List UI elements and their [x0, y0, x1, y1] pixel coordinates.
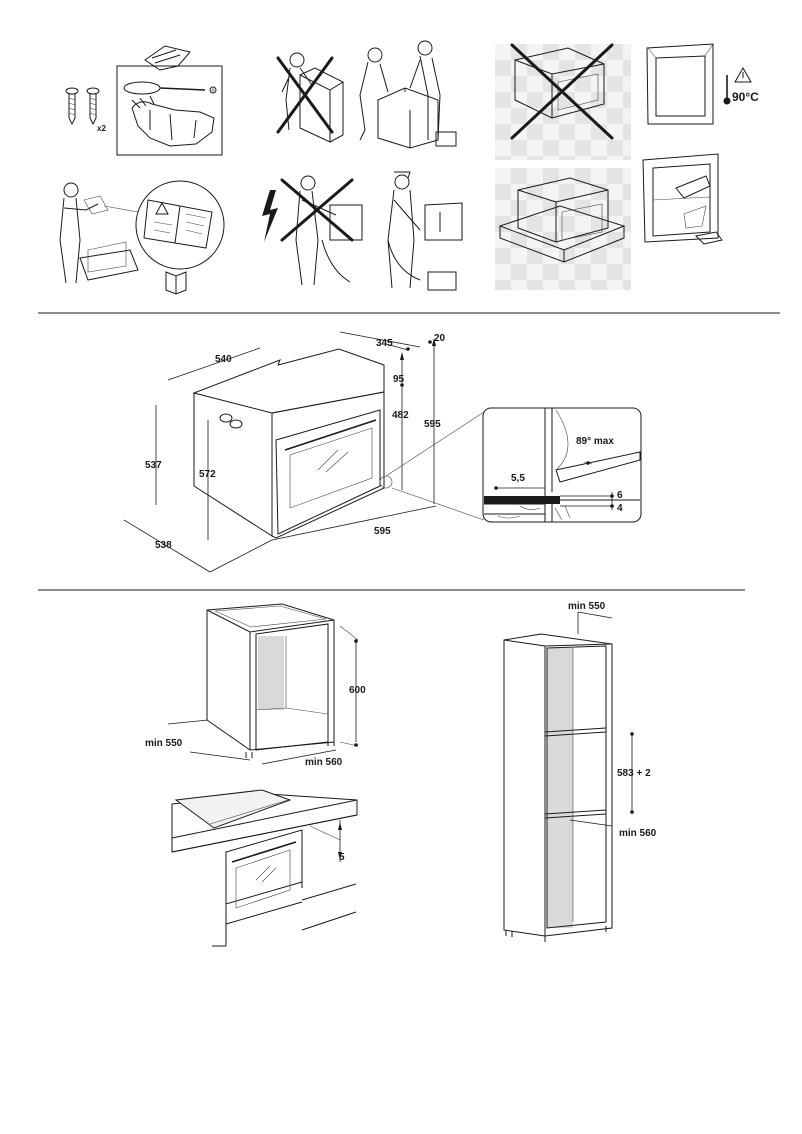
forbidden-cross-icon	[510, 43, 614, 140]
built-in-under-hob: 5	[171, 789, 358, 947]
column-opening-height: 583 + 2	[617, 768, 651, 779]
pictogram-read-manual	[59, 180, 225, 295]
pictogram-cabinet-temperature: 90°C	[646, 43, 759, 125]
under-counter-cabinet: min 550 600 min 560	[145, 603, 366, 768]
manual-book-icon	[165, 271, 187, 295]
manual-zoom-circle	[135, 180, 225, 270]
gloves-icon	[131, 95, 215, 147]
dim-offset-top: 20	[434, 333, 446, 344]
dim-body-height: 572	[199, 469, 216, 480]
gap-lower-label: 4	[617, 503, 623, 514]
dim-side-height: 537	[145, 460, 162, 471]
forbidden-cross-icon	[280, 178, 354, 242]
pictogram-unpacking	[498, 177, 626, 263]
dim-total-height: 595	[424, 419, 441, 430]
pictogram-accessories: x2	[65, 45, 223, 156]
uc-min-width: min 560	[305, 757, 343, 768]
tools-frame	[116, 65, 223, 156]
door-detail-inset: 89° max 5,5 6 4	[482, 407, 642, 523]
dim-depth-housing: 345	[376, 338, 393, 349]
pictogram-cabinet-cleaning	[642, 153, 723, 245]
column-min-width: min 560	[619, 828, 657, 839]
dim-depth-top: 540	[215, 354, 232, 365]
high-voltage-icon	[262, 190, 278, 242]
pictogram-two-person-lift	[276, 40, 457, 149]
toolbox-icon	[427, 271, 457, 291]
gap-upper-label: 6	[617, 490, 623, 501]
forbidden-cross-icon	[276, 56, 334, 134]
max-temperature-label: 90°C	[732, 90, 759, 104]
uc-height: 600	[349, 685, 366, 696]
gap-left-label: 5,5	[511, 473, 525, 484]
dim-side-depth: 538	[155, 540, 172, 551]
pliers-icon	[144, 45, 191, 71]
warning-triangle-icon	[155, 201, 169, 215]
oven-dimension-drawing: 540 345 20 95 482 595 537 572 538 595	[123, 331, 446, 573]
uc-min-depth: min 550	[145, 738, 183, 749]
toolbox-icon	[435, 131, 457, 147]
thermometer-icon	[723, 75, 731, 105]
tiled-floor	[495, 168, 631, 290]
pictogram-electrical	[262, 171, 463, 291]
column-min-depth: min 550	[568, 601, 606, 612]
warning-triangle-icon	[734, 66, 752, 83]
dim-width: 595	[374, 526, 391, 537]
door-angle-label: 89° max	[576, 436, 614, 447]
pictogram-packaging	[510, 43, 614, 140]
screw-icon	[65, 87, 100, 126]
column-cabinet: min 550 583 + 2 min 560	[503, 601, 657, 942]
dim-door-height: 482	[392, 410, 409, 421]
screwdriver-icon	[123, 81, 217, 95]
dim-panel-height: 95	[393, 374, 405, 385]
screws-multiplier: x2	[97, 124, 106, 133]
hob-gap-label: 5	[339, 852, 345, 863]
